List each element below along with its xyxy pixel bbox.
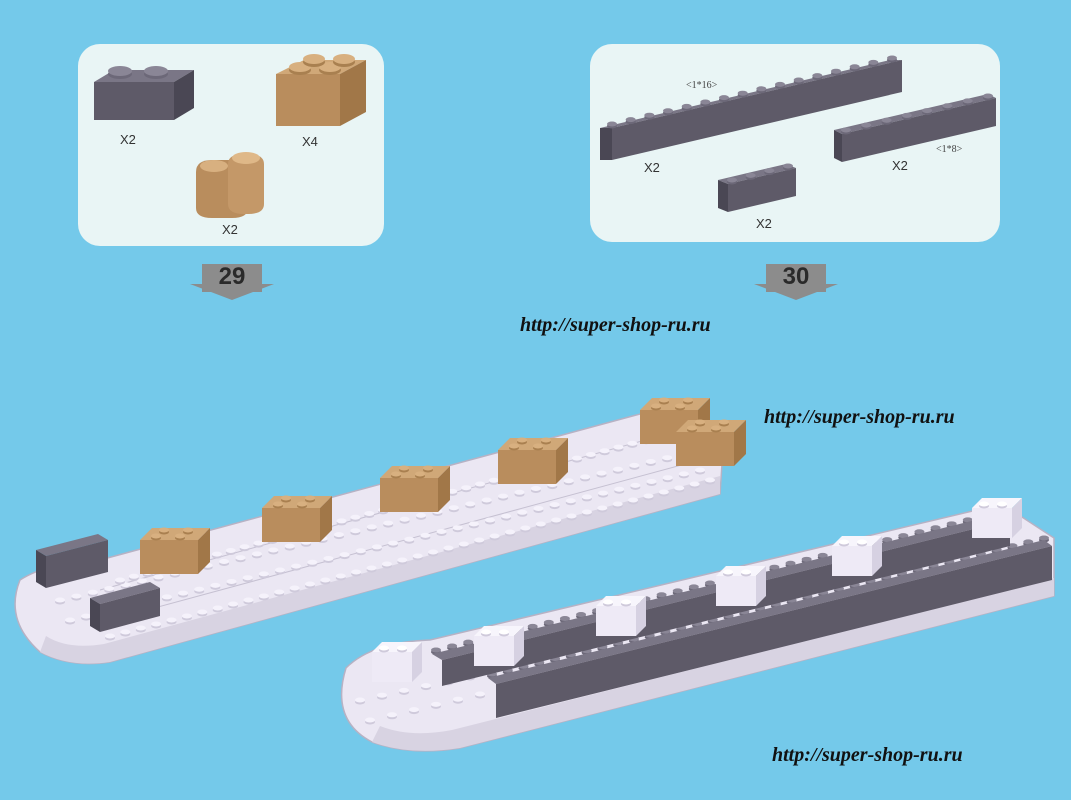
part-size-1x16: <1*16> — [686, 80, 718, 91]
hull-assembly-step-30 — [340, 498, 1055, 752]
tan-2x2-brick — [276, 54, 366, 126]
step-number-badge-30: 30 — [754, 262, 838, 302]
dark-gray-1x2-brick — [94, 66, 194, 120]
dark-gray-1x16-brick — [600, 60, 902, 160]
tan-bricks — [140, 397, 746, 574]
part-qty-tan-rounded: X2 — [222, 222, 238, 237]
tan-rounded-brick — [196, 152, 264, 218]
watermark-url: http://super-shop-ru.ru — [772, 744, 963, 766]
step-number-badge-29: 29 — [190, 262, 274, 302]
dark-gray-brick — [36, 534, 108, 588]
step-number: 29 — [218, 263, 246, 290]
part-qty-1x8: X2 — [892, 158, 908, 173]
white-bricks — [372, 498, 1022, 682]
watermark-url: http://super-shop-ru.ru — [764, 406, 955, 428]
dark-gray-brick — [90, 582, 160, 632]
hull-assembly-step-29 — [14, 397, 746, 665]
step-number: 30 — [782, 263, 810, 290]
dark-gray-1x8-brick — [834, 94, 996, 162]
brick-studs — [607, 55, 993, 185]
parts-panel-step-29: X2 X4 X2 — [78, 44, 384, 246]
part-size-1x8: <1*8> — [936, 144, 963, 155]
dark-gray-wall-front — [488, 540, 1052, 718]
dark-gray-1x4-brick — [718, 164, 796, 212]
parts-panel-step-30: <1*16> X2 <1*8> X2 X2 — [590, 44, 1000, 242]
down-arrow-icon — [190, 264, 274, 300]
down-arrow-icon — [754, 264, 838, 300]
parts-illustration-29 — [94, 54, 366, 218]
watermark-url: http://super-shop-ru.ru — [520, 314, 711, 336]
part-qty-1x4: X2 — [756, 216, 772, 231]
parts-illustration-30 — [600, 55, 996, 212]
part-qty-tan-2x2: X4 — [302, 134, 318, 149]
part-qty-1x16: X2 — [644, 160, 660, 175]
part-qty-dark-gray-1x2: X2 — [120, 132, 136, 147]
